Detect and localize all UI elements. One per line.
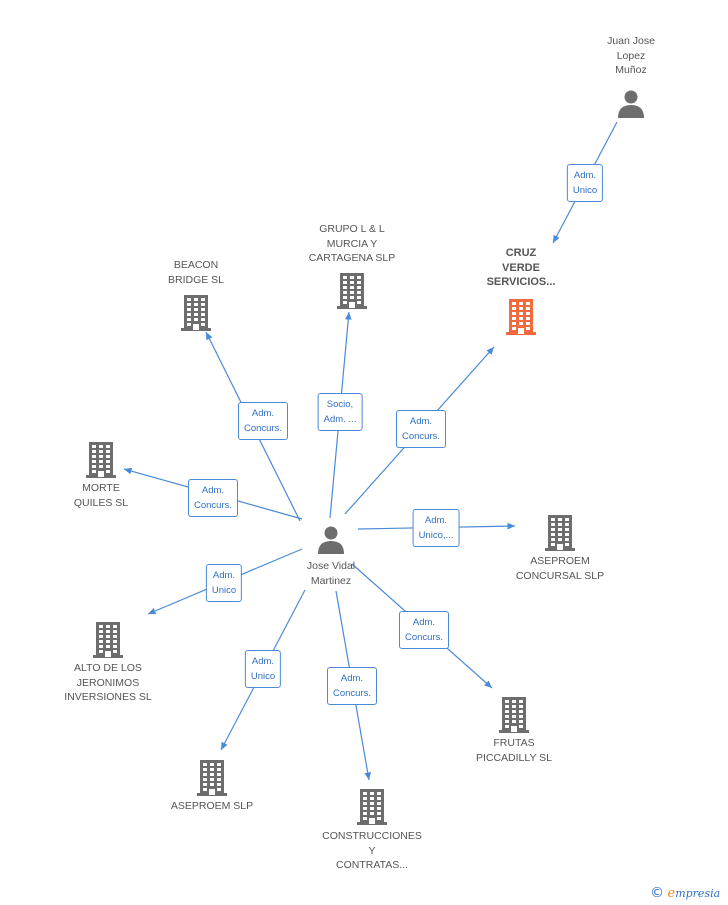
relation-text: Concurs. xyxy=(332,688,372,699)
relation-text: Concurs. xyxy=(401,431,441,442)
copyright-icon: © xyxy=(650,885,664,901)
node-label-line: Juan Jose xyxy=(607,35,655,47)
node-label-line: Lopez xyxy=(616,49,646,62)
building-icon-frutas[interactable] xyxy=(499,695,529,738)
building-icon-grupo[interactable] xyxy=(337,271,367,314)
relation-label-frutas[interactable]: Adm. Concurs. xyxy=(398,611,450,649)
relation-text: Unico,... xyxy=(418,530,454,541)
relation-text: Adm. xyxy=(251,656,275,667)
node-label-line: CRUZ xyxy=(505,247,537,259)
relation-label-beacon[interactable]: Adm. Concurs. xyxy=(237,402,289,440)
node-label-line: SERVICIOS... xyxy=(486,276,556,288)
empresia-logo[interactable]: © empresia xyxy=(650,885,721,901)
building-icon-aseconc[interactable] xyxy=(545,513,575,556)
node-label-frutas[interactable]: FRUTAS PICCADILLY SL xyxy=(476,736,552,765)
node-label-alto[interactable]: ALTO DE LOS JERONIMOS INVERSIONES SL xyxy=(64,661,152,705)
building-icon-aseslp[interactable] xyxy=(197,758,227,801)
relation-text: Concurs. xyxy=(193,500,233,511)
relation-label-alto[interactable]: Adm. Unico xyxy=(205,564,243,602)
node-label-line: ASEPROEM xyxy=(530,555,590,567)
node-label-constr[interactable]: CONSTRUCCIONES Y CONTRATAS... xyxy=(322,829,422,873)
node-label-line: INVERSIONES SL xyxy=(64,691,152,703)
node-label-line: FRUTAS xyxy=(493,737,535,749)
building-icon-alto[interactable] xyxy=(93,620,123,663)
building-icon-constr[interactable] xyxy=(357,787,387,830)
node-label-aseconc[interactable]: ASEPROEM CONCURSAL SLP xyxy=(516,554,604,583)
node-label-line: Martinez xyxy=(310,574,352,587)
relation-label-aseconc[interactable]: Adm. Unico,... xyxy=(412,509,460,547)
relation-text: Adm. xyxy=(412,617,436,628)
relation-text: Adm. ... xyxy=(323,414,357,425)
relation-text: Adm. xyxy=(212,570,236,581)
relation-text: Adm. xyxy=(573,170,597,181)
node-label-line: MURCIA Y xyxy=(326,237,378,250)
building-icon-morte[interactable] xyxy=(86,440,116,483)
node-label-line: JERONIMOS xyxy=(76,676,140,689)
node-label-line: ASEPROEM SLP xyxy=(170,800,254,812)
relation-label-morte[interactable]: Adm. Concurs. xyxy=(187,479,239,517)
relation-text: Socio, xyxy=(326,399,354,410)
relation-label-grupo[interactable]: Socio, Adm. ... xyxy=(317,393,363,431)
node-label-line: CONSTRUCCIONES xyxy=(322,830,422,842)
node-label-line: CONCURSAL SLP xyxy=(515,569,605,582)
relation-label-cruz[interactable]: Adm. Unico xyxy=(566,164,604,202)
node-label-cruz[interactable]: CRUZ VERDE SERVICIOS... xyxy=(487,246,556,290)
person-icon-jose[interactable] xyxy=(317,525,345,560)
node-label-line: Muñoz xyxy=(615,64,647,76)
node-label-line: QUILES SL xyxy=(73,496,129,509)
building-icon-cruz[interactable] xyxy=(506,297,536,340)
relation-text: Adm. xyxy=(340,673,364,684)
relation-label-cruz[interactable]: Adm. Concurs. xyxy=(395,410,447,448)
node-label-line: Y xyxy=(368,844,376,857)
relation-text: Concurs. xyxy=(243,423,283,434)
relation-text: Unico xyxy=(250,671,276,682)
node-label-line: Jose Vidal xyxy=(306,560,356,572)
node-label-line: CONTRATAS... xyxy=(336,859,408,871)
node-label-grupo[interactable]: GRUPO L & L MURCIA Y CARTAGENA SLP xyxy=(309,222,396,266)
node-label-line: MORTE xyxy=(82,482,120,494)
relation-text: Adm. xyxy=(251,408,275,419)
relation-text: Adm. xyxy=(201,485,225,496)
relation-text: Unico xyxy=(211,585,237,596)
node-label-line: CARTAGENA SLP xyxy=(308,252,396,264)
node-label-line: PICCADILLY SL xyxy=(475,751,553,764)
relation-label-constr[interactable]: Adm. Concurs. xyxy=(326,667,378,705)
node-label-morte[interactable]: MORTE QUILES SL xyxy=(74,481,128,510)
node-label-line: GRUPO L & L xyxy=(319,223,385,235)
node-label-line: BEACON xyxy=(173,259,219,271)
node-label-line: ALTO DE LOS xyxy=(74,662,142,674)
node-label-beacon[interactable]: BEACON BRIDGE SL xyxy=(168,258,224,287)
person-icon-juan[interactable] xyxy=(617,89,645,124)
relation-text: Adm. xyxy=(424,515,448,526)
relation-text: Concurs. xyxy=(404,632,444,643)
node-label-line: BRIDGE SL xyxy=(167,273,225,286)
relation-text: Unico xyxy=(572,185,598,196)
node-label-aseslp[interactable]: ASEPROEM SLP xyxy=(171,799,253,814)
node-label-line: VERDE xyxy=(502,261,540,274)
building-icon-beacon[interactable] xyxy=(181,293,211,336)
relation-text: Adm. xyxy=(409,416,433,427)
relation-label-aseslp[interactable]: Adm. Unico xyxy=(244,650,282,688)
